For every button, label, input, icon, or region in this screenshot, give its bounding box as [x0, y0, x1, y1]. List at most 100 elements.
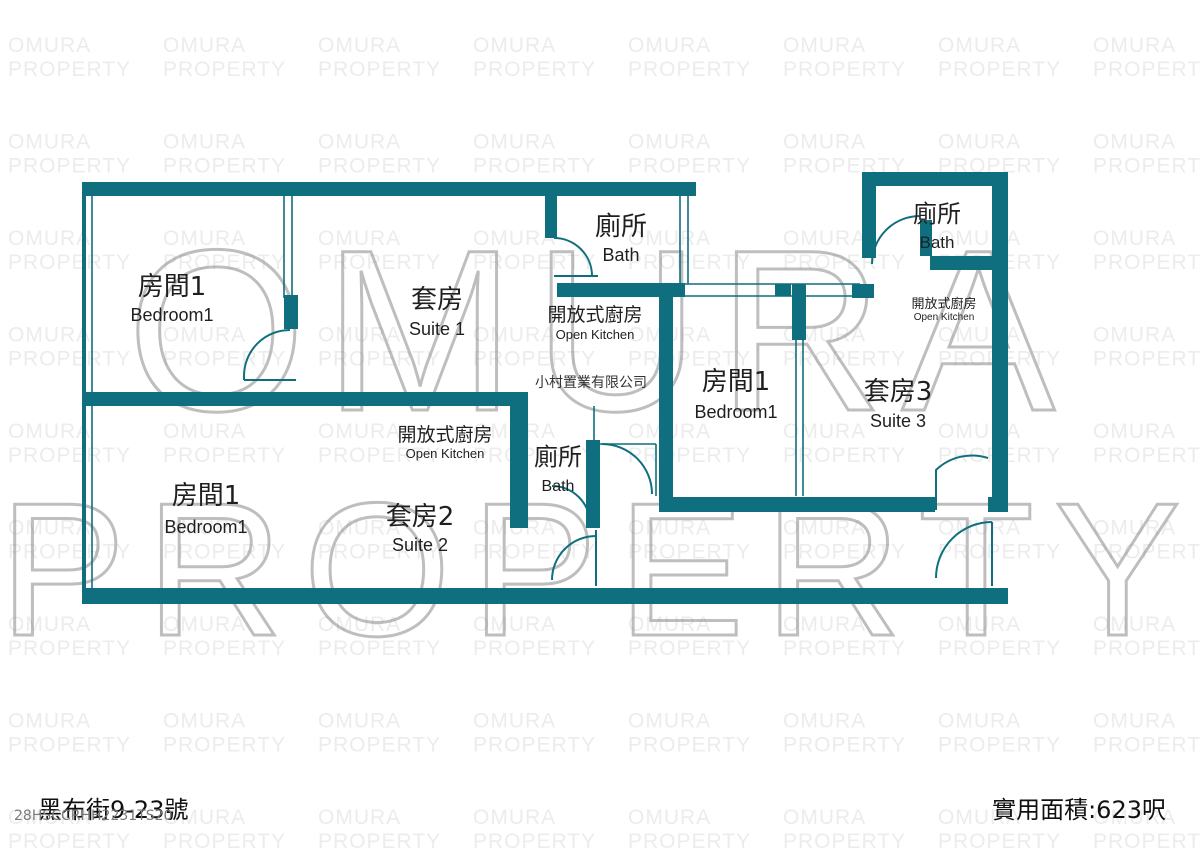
door-unit3-suite — [935, 454, 989, 510]
unit1-bath-zh: 廁所 — [595, 212, 647, 242]
watermark-small-omura: OMURA — [783, 806, 866, 829]
watermark-small-omura: OMURA — [318, 34, 401, 57]
watermark-small-property: PROPERTY — [628, 155, 751, 178]
watermark-small-property: PROPERTY — [163, 155, 286, 178]
room-labels: 房間1 Bedroom1 套房 Suite 1 廁所 Bath 開放式廚房 Op… — [130, 200, 976, 555]
address-label: 黑布街9-23號 — [38, 796, 189, 824]
watermark-small-property: PROPERTY — [473, 155, 596, 178]
watermark-small-property: PROPERTY — [318, 155, 441, 178]
watermark-small-property: PROPERTY — [783, 444, 906, 467]
watermark-small-omura: OMURA — [8, 131, 91, 154]
watermark-small-omura: OMURA — [1093, 324, 1176, 347]
watermark-small-property: PROPERTY — [163, 58, 286, 81]
unit3-bath-zh: 廁所 — [913, 200, 961, 228]
watermark-small-omura: OMURA — [1093, 613, 1176, 636]
watermark-small-property: PROPERTY — [473, 444, 596, 467]
unit2-suite-en: Suite 2 — [392, 535, 448, 555]
watermark-small-property: PROPERTY — [163, 348, 286, 371]
watermark-small-property: PROPERTY — [628, 637, 751, 660]
unit1-bedroom-zh: 房間1 — [138, 272, 207, 302]
watermark-small-omura: OMURA — [163, 806, 246, 829]
watermark-small-property: PROPERTY — [628, 251, 751, 274]
unit3-bath-en: Bath — [920, 233, 955, 252]
watermark-small-omura: OMURA — [1093, 420, 1176, 443]
unit2-kitchen-en: Open Kitchen — [406, 446, 485, 461]
door-unit2-kitchen — [601, 443, 653, 495]
watermark-small-omura: OMURA — [473, 806, 556, 829]
unit2-bath-zh: 廁所 — [534, 443, 582, 471]
watermark-small-property: PROPERTY — [318, 58, 441, 81]
watermark-small-omura: OMURA — [163, 613, 246, 636]
watermark-small-property: PROPERTY — [318, 348, 441, 371]
watermark-small-property: PROPERTY — [628, 734, 751, 757]
watermark-small-property: PROPERTY — [938, 155, 1061, 178]
reference-code: 28HSCCRHH2231TS20 — [14, 808, 173, 824]
watermark-small-property: PROPERTY — [783, 637, 906, 660]
watermark-small-property: PROPERTY — [1093, 734, 1200, 757]
watermark-small-omura: OMURA — [473, 227, 556, 250]
watermark-small-property: PROPERTY — [628, 58, 751, 81]
unit2-bath-en: Bath — [542, 478, 575, 495]
door-unit2-entry — [551, 535, 597, 581]
watermark-small-omura: OMURA — [628, 517, 711, 540]
watermark-small-omura: OMURA — [318, 131, 401, 154]
watermark-small-omura: OMURA — [938, 613, 1021, 636]
watermark-small-property: PROPERTY — [628, 444, 751, 467]
watermark-small-property: PROPERTY — [318, 541, 441, 564]
watermark-small-omura: OMURA — [163, 34, 246, 57]
watermark-small-property: PROPERTY — [938, 58, 1061, 81]
watermark-small-property: PROPERTY — [473, 541, 596, 564]
watermark-small-omura: OMURA — [318, 420, 401, 443]
watermark-small-omura: OMURA — [163, 710, 246, 733]
watermark-small-property: PROPERTY — [1093, 830, 1200, 849]
watermark-small-property: PROPERTY — [8, 348, 131, 371]
watermark-small-property: PROPERTY — [628, 348, 751, 371]
watermark-small-omura: OMURA — [938, 131, 1021, 154]
unit2-bedroom-en: Bedroom1 — [164, 517, 247, 537]
watermark-small-property: PROPERTY — [318, 444, 441, 467]
watermark-small-property: PROPERTY — [8, 58, 131, 81]
watermark-small-property: PROPERTY — [8, 830, 131, 849]
watermark-small-property: PROPERTY — [163, 444, 286, 467]
watermark-small-property: PROPERTY — [938, 830, 1061, 849]
watermark-small-property: PROPERTY — [1093, 251, 1200, 274]
unit3-suite-en: Suite 3 — [870, 411, 926, 431]
watermark-small-property: PROPERTY — [783, 155, 906, 178]
watermark-small-omura: OMURA — [783, 710, 866, 733]
watermark-small-property: PROPERTY — [163, 734, 286, 757]
watermark-small-property: PROPERTY — [8, 541, 131, 564]
door-unit3-bath — [871, 215, 921, 265]
watermark-small-omura: OMURA — [938, 34, 1021, 57]
watermark-small-omura: OMURA — [628, 131, 711, 154]
watermark-small-property: PROPERTY — [163, 251, 286, 274]
unit1-bath-en: Bath — [602, 245, 639, 265]
watermark-grid: OMURAPROPERTYOMURAPROPERTYOMURAPROPERTYO… — [8, 34, 1200, 849]
door-unit1-bath — [553, 237, 593, 277]
watermark-small-property: PROPERTY — [783, 58, 906, 81]
watermark-small-omura: OMURA — [8, 710, 91, 733]
watermark-small-property: PROPERTY — [163, 541, 286, 564]
watermark-small-omura: OMURA — [628, 34, 711, 57]
watermark-small-omura: OMURA — [938, 806, 1021, 829]
unit1-suite-zh: 套房 — [411, 285, 463, 315]
watermark-small-omura: OMURA — [318, 710, 401, 733]
watermark-small-omura: OMURA — [163, 517, 246, 540]
walls — [82, 172, 1008, 604]
door-unit1-bedroom — [243, 329, 291, 380]
watermark-small-omura: OMURA — [1093, 806, 1176, 829]
watermark-small-omura: OMURA — [783, 34, 866, 57]
watermark-small-omura: OMURA — [318, 613, 401, 636]
company-name: 小村置業有限公司 — [535, 375, 647, 391]
watermark-small-property: PROPERTY — [473, 637, 596, 660]
watermark-small-omura: OMURA — [318, 324, 401, 347]
watermark-small-omura: OMURA — [163, 227, 246, 250]
unit2-suite-zh: 套房2 — [386, 502, 455, 532]
watermark-small-property: PROPERTY — [938, 637, 1061, 660]
watermark-small-property: PROPERTY — [8, 637, 131, 660]
watermark-small-property: PROPERTY — [473, 58, 596, 81]
watermark-small-omura: OMURA — [8, 34, 91, 57]
watermark-small-property: PROPERTY — [473, 251, 596, 274]
watermark-small-property: PROPERTY — [783, 348, 906, 371]
watermark-small-omura: OMURA — [8, 227, 91, 250]
